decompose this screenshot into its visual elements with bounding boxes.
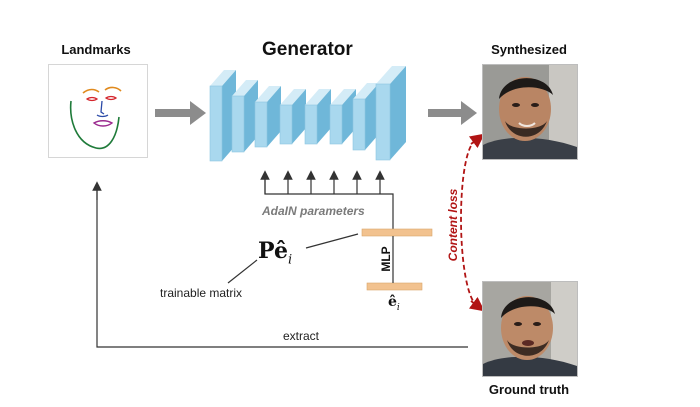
- right-arrow-icon: [428, 101, 477, 125]
- right-arrow-icon: [155, 101, 206, 125]
- ground-truth-face-drawing: [483, 282, 577, 376]
- generator-block: [352, 83, 379, 151]
- generator-block: [304, 89, 331, 145]
- pe-pointer-line: [305, 233, 359, 249]
- generator-block: [329, 89, 356, 145]
- adain-parameters-label: AdaIN parameters: [262, 204, 365, 218]
- face-landmarks-sketch: [69, 86, 122, 150]
- generator-block: [254, 86, 281, 148]
- generator-block: [231, 80, 258, 153]
- adain-arrows: [260, 170, 394, 232]
- e-formula: êi: [388, 294, 400, 313]
- synthesized-image: [482, 64, 578, 160]
- landmarks-image: [48, 64, 148, 158]
- e-subscript: i: [396, 302, 400, 313]
- double-headed-dashed-arrow-icon: [460, 133, 485, 312]
- synthesized-title: Synthesized: [491, 42, 567, 57]
- extract-label: extract: [283, 329, 320, 343]
- generator-block: [375, 66, 406, 161]
- mlp-label: MLP: [379, 246, 393, 272]
- ground-truth-title: Ground truth: [488, 382, 570, 397]
- generator-block: [279, 89, 306, 145]
- content-loss-label: Content loss: [446, 188, 460, 262]
- landmarks-title: Landmarks: [61, 42, 131, 57]
- generator-title: Generator: [262, 39, 353, 60]
- pe-vector-symbol: ê: [273, 238, 288, 264]
- pe-formula: Pêi: [258, 238, 292, 267]
- generator-blocks: [209, 66, 406, 162]
- extract-arrow: [92, 181, 468, 348]
- matrix-pointer-line: [227, 259, 258, 284]
- pe-subscript: i: [287, 252, 293, 268]
- pe-matrix-symbol: P: [258, 238, 274, 264]
- ground-truth-image: [482, 281, 578, 377]
- e-vector-symbol: ê: [388, 294, 397, 310]
- trainable-matrix-label: trainable matrix: [160, 286, 243, 300]
- synthesized-face-drawing: [483, 65, 577, 159]
- mlp-block: [361, 228, 433, 291]
